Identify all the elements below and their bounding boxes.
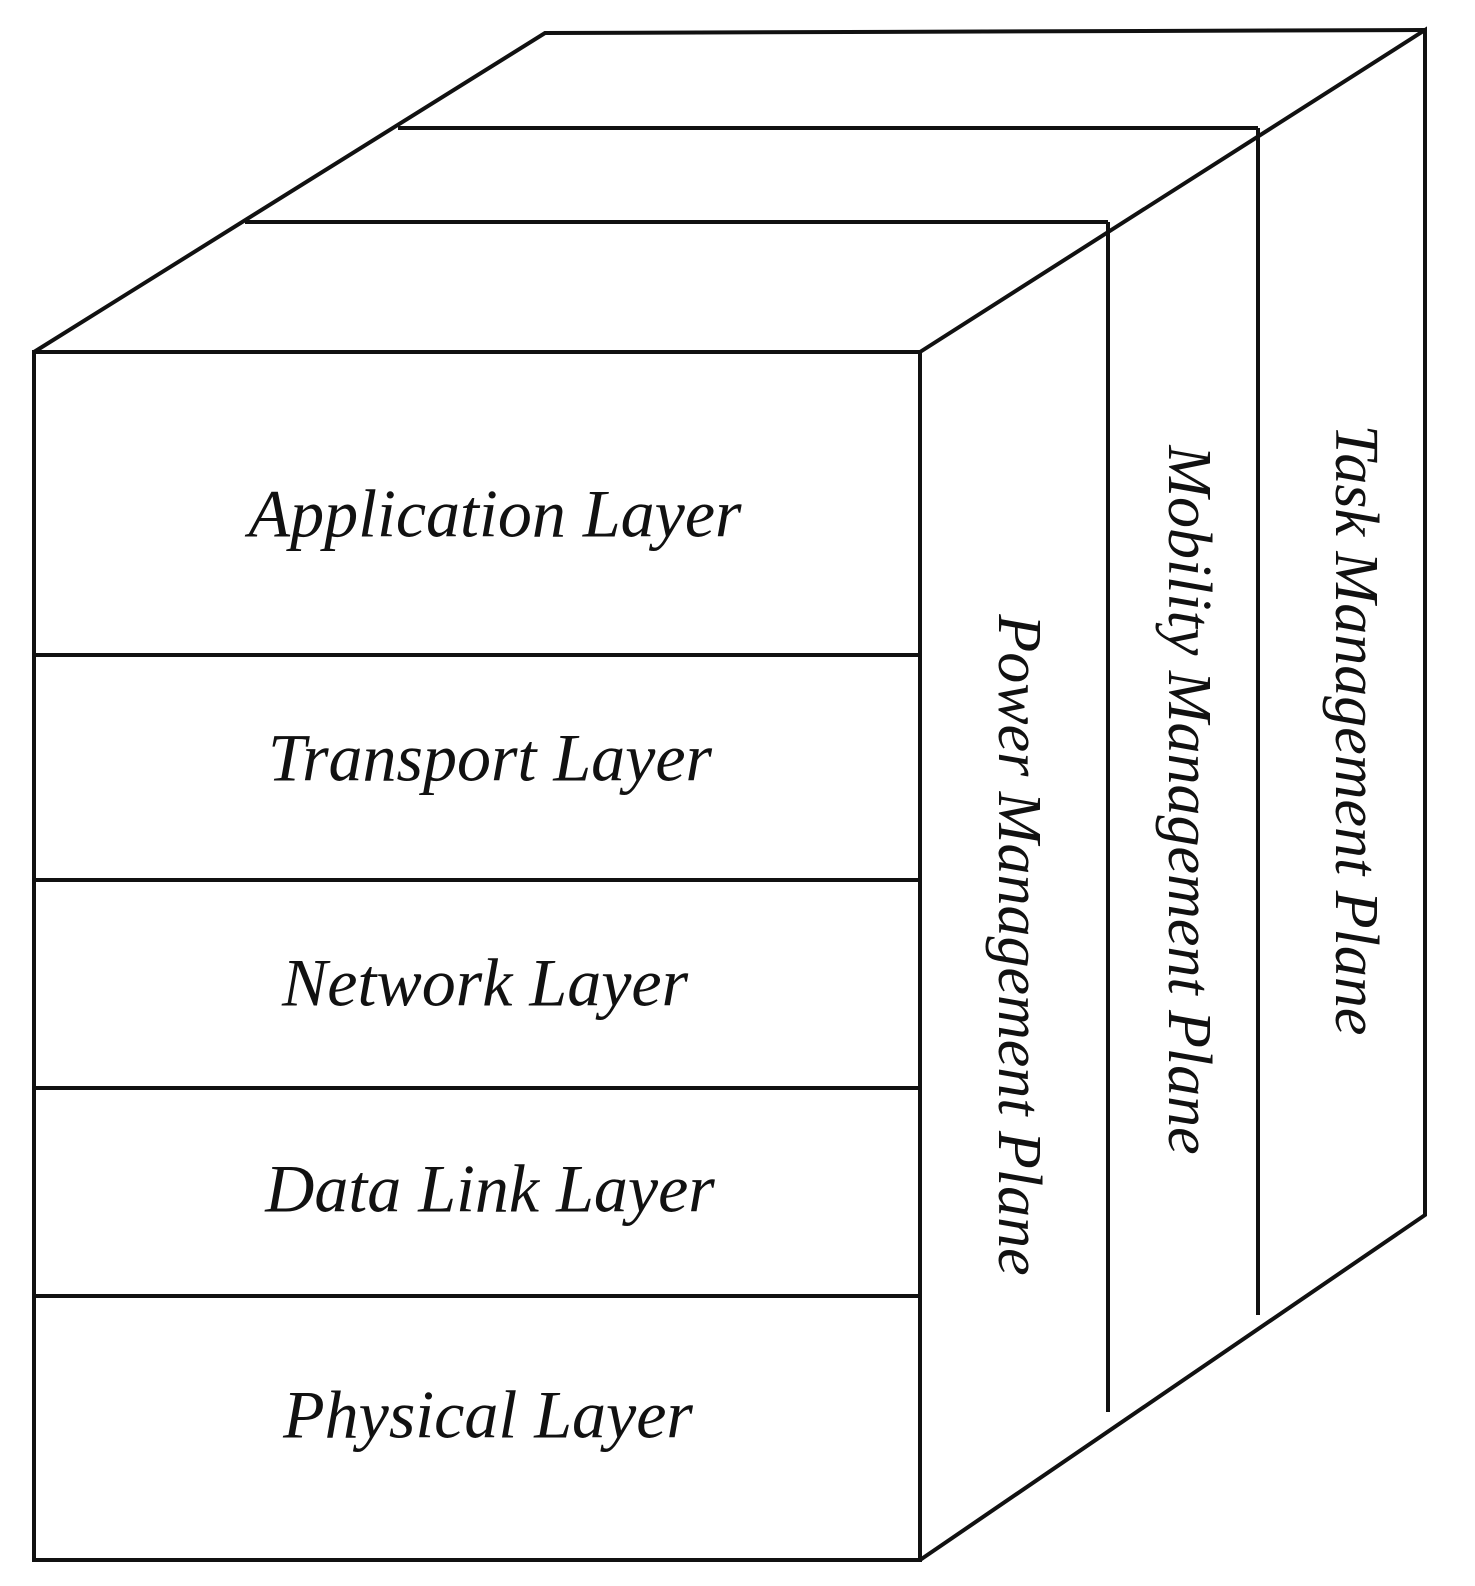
layer-label-transport: Transport Layer — [268, 720, 713, 796]
right-face-top-edge — [918, 26, 1427, 1562]
layer-label-data-link: Data Link Layer — [264, 1151, 715, 1227]
layer-label-network: Network Layer — [281, 945, 689, 1021]
plane-label-power: Power Management Plane — [985, 613, 1053, 1275]
top-face — [34, 30, 1425, 352]
right-face — [920, 30, 1425, 1560]
front-face-border — [32, 350, 922, 1562]
layer-label-application: Application Layer — [245, 476, 742, 552]
top-face-back-edge — [32, 28, 1426, 354]
layer-label-physical: Physical Layer — [282, 1377, 693, 1453]
front-face — [34, 352, 920, 1560]
plane-label-mobility: Mobility Management Plane — [1155, 444, 1223, 1154]
plane-label-task: Task Management Plane — [1322, 425, 1390, 1036]
